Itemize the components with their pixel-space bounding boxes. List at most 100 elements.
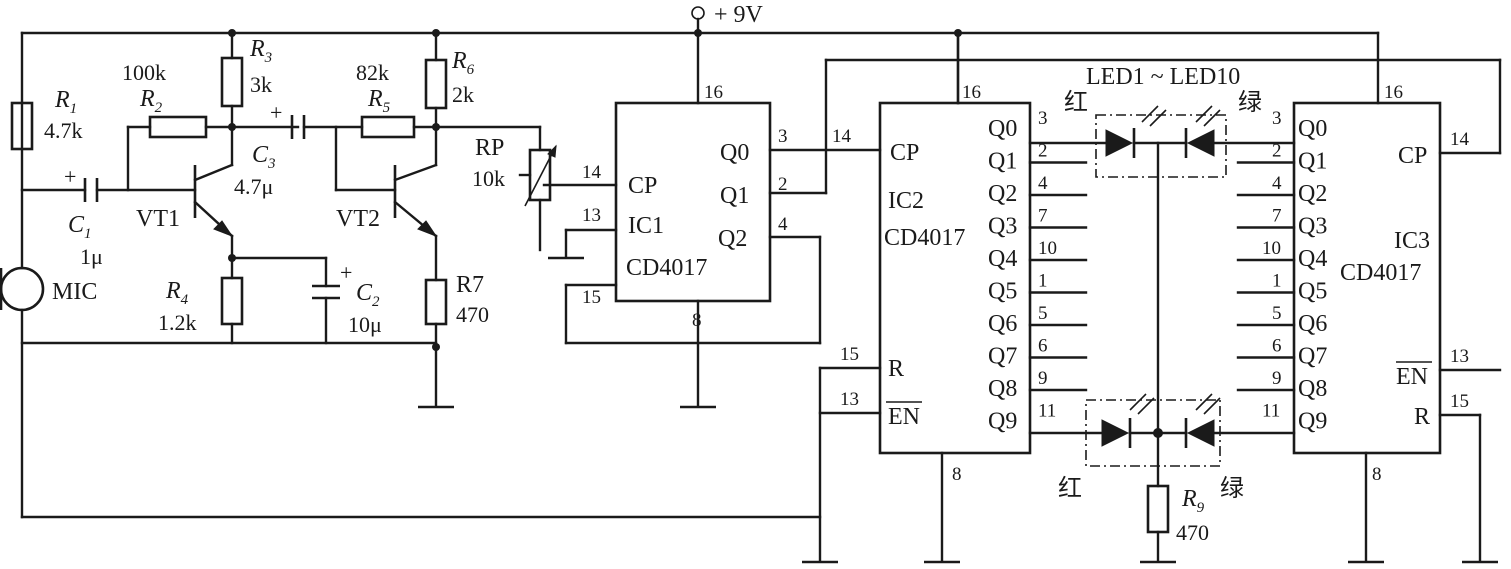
ic3-r: R	[1414, 404, 1430, 430]
ic2-output-pin: 1	[1038, 271, 1048, 292]
ic3-output-label: Q7	[1298, 344, 1327, 370]
led-bottom-green-label: 绿	[1220, 475, 1244, 502]
led-bottom-red-icon	[1101, 419, 1130, 447]
rp-name: RP	[475, 135, 504, 161]
r1-name: R1	[54, 87, 77, 117]
r2-name: R2	[139, 86, 163, 116]
ic3-output-pin: 4	[1272, 173, 1282, 194]
ic3-name: IC3	[1394, 228, 1430, 254]
ic2-part: CD4017	[884, 225, 965, 251]
ic2-output-label: Q2	[988, 181, 1017, 207]
ic2-output-pin: 7	[1038, 206, 1048, 227]
ic3-output-pin: 3	[1272, 108, 1282, 129]
svg-text:+: +	[270, 100, 282, 125]
r9-value: 470	[1176, 520, 1209, 545]
ic3-pin13: 13	[1450, 346, 1469, 367]
supply-terminal: + 9V	[691, 2, 764, 37]
ic2-output-label: Q4	[988, 246, 1017, 272]
capacitor-c1: + C1 1μ	[64, 164, 103, 269]
r4-name: R4	[165, 278, 189, 308]
led-bottom-green-icon	[1186, 419, 1215, 447]
ic3-wiring	[1348, 368, 1502, 564]
ic1-chip: 16 Q0 Q1 Q2 CP IC1 CD4017 14 13 15 8 3 2…	[582, 82, 788, 331]
ic2-r: R	[888, 356, 904, 382]
potentiometer-rp: RP 10k	[472, 125, 618, 252]
led-top-green-label: 绿	[1238, 89, 1262, 116]
ic2-output-label: Q8	[988, 376, 1017, 402]
ic3-output-pin: 7	[1272, 206, 1282, 227]
ic2-wiring	[802, 29, 962, 564]
resistor-r7: R7 470	[418, 234, 489, 409]
ic3-output-label: Q9	[1298, 409, 1327, 435]
r7-value: 470	[456, 302, 489, 327]
ic3-output-label: Q4	[1298, 246, 1327, 272]
ic2-output-pin: 6	[1038, 336, 1048, 357]
capacitor-c3: + C3 4.7μ	[234, 100, 364, 199]
capacitor-c2: + C2 10μ	[312, 256, 382, 345]
ic1-name: IC1	[628, 213, 664, 239]
svg-text:+: +	[64, 164, 76, 189]
ic3-pin14: 14	[1450, 129, 1470, 150]
ic2-output-pin: 4	[1038, 173, 1048, 194]
ground-rail	[20, 31, 822, 519]
c1-value: 1μ	[80, 244, 103, 269]
ic3-cp: CP	[1398, 143, 1427, 169]
r3-value: 3k	[250, 72, 272, 97]
ic2-output-pin: 5	[1038, 303, 1048, 324]
ic2-output-label: Q7	[988, 344, 1017, 370]
ic3-output-label: Q3	[1298, 214, 1327, 240]
led-top-green-icon	[1186, 129, 1215, 157]
ic2-pin14: 14	[832, 126, 852, 147]
ic3-output-label: Q1	[1298, 149, 1327, 175]
r6-name: R6	[451, 48, 475, 78]
r6-value: 2k	[452, 82, 474, 107]
led-array: LED1 ~ LED10 红 绿 红 绿	[1028, 64, 1296, 502]
ic1-pin13: 13	[582, 205, 601, 226]
resistor-r5: 82k R5	[334, 60, 542, 192]
ic3-output-label: Q2	[1298, 181, 1327, 207]
rp-value: 10k	[472, 166, 505, 191]
c2-name: C2	[356, 280, 380, 310]
ic1-q0: Q0	[720, 140, 749, 166]
ic3-pin8: 8	[1372, 464, 1382, 485]
led-top-red-label: 红	[1064, 89, 1088, 116]
transistor-vt1: VT1	[136, 163, 234, 238]
ic2-output-pin: 9	[1038, 368, 1048, 389]
ic2-pin8: 8	[952, 464, 962, 485]
r5-name: R5	[367, 86, 391, 116]
ic1-pin3: 3	[778, 126, 788, 147]
c1-name: C1	[68, 212, 92, 242]
ic2-output-pin: 2	[1038, 141, 1048, 162]
ic1-pin8: 8	[692, 310, 702, 331]
ic1-pin15: 15	[582, 287, 601, 308]
ic3-output-pin: 11	[1262, 401, 1280, 422]
led-top-red-icon	[1105, 129, 1134, 157]
ic2-pin16: 16	[962, 82, 981, 103]
r3-name: R3	[249, 36, 272, 66]
ic3-output-pin: 5	[1272, 303, 1282, 324]
r4-value: 1.2k	[158, 310, 197, 335]
c2-value: 10μ	[348, 312, 382, 337]
ic2-output-label: Q9	[988, 409, 1017, 435]
ic3-output-label: Q6	[1298, 311, 1327, 337]
ic1-pin16: 16	[704, 82, 723, 103]
ic2-output-pin: 10	[1038, 238, 1057, 259]
ic2-en: EN	[888, 404, 920, 430]
ic2-output-label: Q0	[988, 116, 1017, 142]
r2-value: 100k	[122, 60, 166, 85]
ic1-pin14: 14	[582, 162, 602, 183]
c3-name: C3	[252, 142, 276, 172]
vt2-label: VT2	[336, 206, 380, 232]
ic1-wiring: 14	[548, 58, 1502, 409]
ic3-output-pin: 10	[1262, 238, 1281, 259]
led-bottom-red-label: 红	[1058, 475, 1082, 502]
ic3-en: EN	[1396, 364, 1428, 390]
ic2-pin13: 13	[840, 389, 859, 410]
ic2-output-pin: 3	[1038, 108, 1048, 129]
transistor-vt2: VT2	[336, 163, 438, 238]
ic2-cp: CP	[890, 140, 919, 166]
